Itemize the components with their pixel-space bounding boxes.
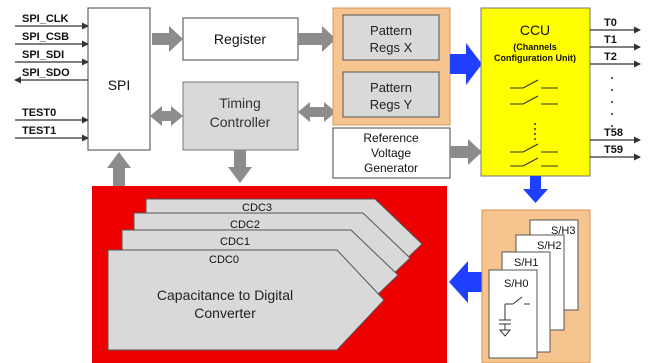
register-label: Register bbox=[214, 31, 266, 47]
ref-label-2: Voltage bbox=[371, 146, 411, 160]
sh-circuit-icon bbox=[498, 296, 530, 337]
out-dot-3 bbox=[611, 101, 613, 103]
timing-cdc-arrow bbox=[228, 150, 252, 183]
out-dot-5 bbox=[611, 125, 613, 127]
spi-csb-label: SPI_CSB bbox=[22, 31, 69, 43]
ccu-ellipsis bbox=[534, 123, 536, 140]
ccu-dot-3 bbox=[534, 133, 536, 135]
t59-label: T59 bbox=[604, 144, 623, 156]
timing-label-1: Timing bbox=[219, 95, 261, 111]
sh-switch-blade bbox=[512, 296, 523, 305]
ccu-subtitle-1: (Channels bbox=[513, 42, 557, 52]
switch-bot-1-blade bbox=[522, 143, 539, 153]
switch-top-1-blade bbox=[522, 79, 539, 89]
pattern-y-label-2: Regs Y bbox=[370, 97, 413, 112]
cdc3-label: CDC3 bbox=[242, 202, 272, 214]
t58-label: T58 bbox=[604, 127, 623, 139]
spi-label: SPI bbox=[108, 77, 131, 93]
ccu-block bbox=[480, 7, 591, 177]
output-ellipsis bbox=[611, 77, 613, 127]
spi-register-arrow bbox=[152, 26, 183, 52]
output-signals bbox=[590, 26, 641, 161]
spi-timing-arrow bbox=[150, 106, 183, 126]
t1-label: T1 bbox=[604, 34, 617, 46]
sh1-label: S/H1 bbox=[514, 257, 538, 269]
cdc-title-1: Capacitance to Digital bbox=[157, 287, 293, 303]
t2-label: T2 bbox=[604, 51, 617, 63]
timing-label-2: Controller bbox=[210, 114, 271, 130]
ref-label-1: Reference bbox=[363, 131, 419, 145]
reference-voltage-block bbox=[332, 127, 451, 179]
pattern-regs-x-block bbox=[342, 14, 440, 61]
cdc-title-2: Converter bbox=[194, 305, 256, 321]
spi-clk-label: SPI_CLK bbox=[22, 13, 69, 25]
register-pattern-arrow bbox=[298, 26, 336, 52]
test0-label: TEST0 bbox=[22, 107, 56, 119]
sh2-label: S/H2 bbox=[537, 240, 561, 252]
out-dot-1 bbox=[611, 77, 613, 79]
timing-pattern-arrow bbox=[298, 102, 336, 122]
out-dot-2 bbox=[611, 89, 613, 91]
ccu-sh-arrow bbox=[523, 176, 548, 203]
ccu-title: CCU bbox=[520, 22, 550, 38]
pattern-y-label-1: Pattern bbox=[370, 80, 412, 95]
spi-sdo-label: SPI_SDO bbox=[22, 67, 70, 79]
spi-sdi-label: SPI_SDI bbox=[22, 49, 64, 61]
cdc0-shape bbox=[107, 249, 385, 351]
ref-label-3: Generator bbox=[364, 161, 418, 175]
sh0-card bbox=[488, 269, 538, 359]
pattern-ccu-arrow bbox=[450, 43, 482, 85]
ccu-dot-2 bbox=[534, 128, 536, 130]
ccu-dot-4 bbox=[534, 138, 536, 140]
out-dot-4 bbox=[611, 113, 613, 115]
ccu-subtitle-2: Configuration Unit) bbox=[494, 53, 576, 63]
cdc1-label: CDC1 bbox=[220, 236, 250, 248]
t0-label: T0 bbox=[604, 17, 617, 29]
sh0-label: S/H0 bbox=[504, 278, 528, 290]
spi-block bbox=[87, 7, 151, 151]
test1-label: TEST1 bbox=[22, 125, 56, 137]
cdc0-label: CDC0 bbox=[209, 254, 239, 266]
sh3-label: S/H3 bbox=[551, 225, 575, 237]
pattern-x-label-2: Regs X bbox=[370, 40, 413, 55]
cdc-stack bbox=[107, 198, 423, 351]
ccu-switches bbox=[510, 79, 558, 167]
cdc2-label: CDC2 bbox=[230, 219, 260, 231]
switch-top-2-blade bbox=[522, 95, 539, 105]
ref-ccu-arrow bbox=[450, 139, 482, 165]
switch-bot-2-blade bbox=[522, 157, 539, 167]
input-signals bbox=[14, 22, 89, 142]
pattern-regs-y-block bbox=[342, 71, 440, 118]
sh-ground-icon bbox=[498, 329, 512, 337]
sh-stack bbox=[488, 219, 579, 359]
cdc-spi-arrow bbox=[107, 152, 131, 187]
sh-cdc-arrow bbox=[449, 261, 483, 303]
pattern-x-label-1: Pattern bbox=[370, 23, 412, 38]
timing-controller-block bbox=[182, 81, 299, 151]
ccu-dot-1 bbox=[534, 123, 536, 125]
